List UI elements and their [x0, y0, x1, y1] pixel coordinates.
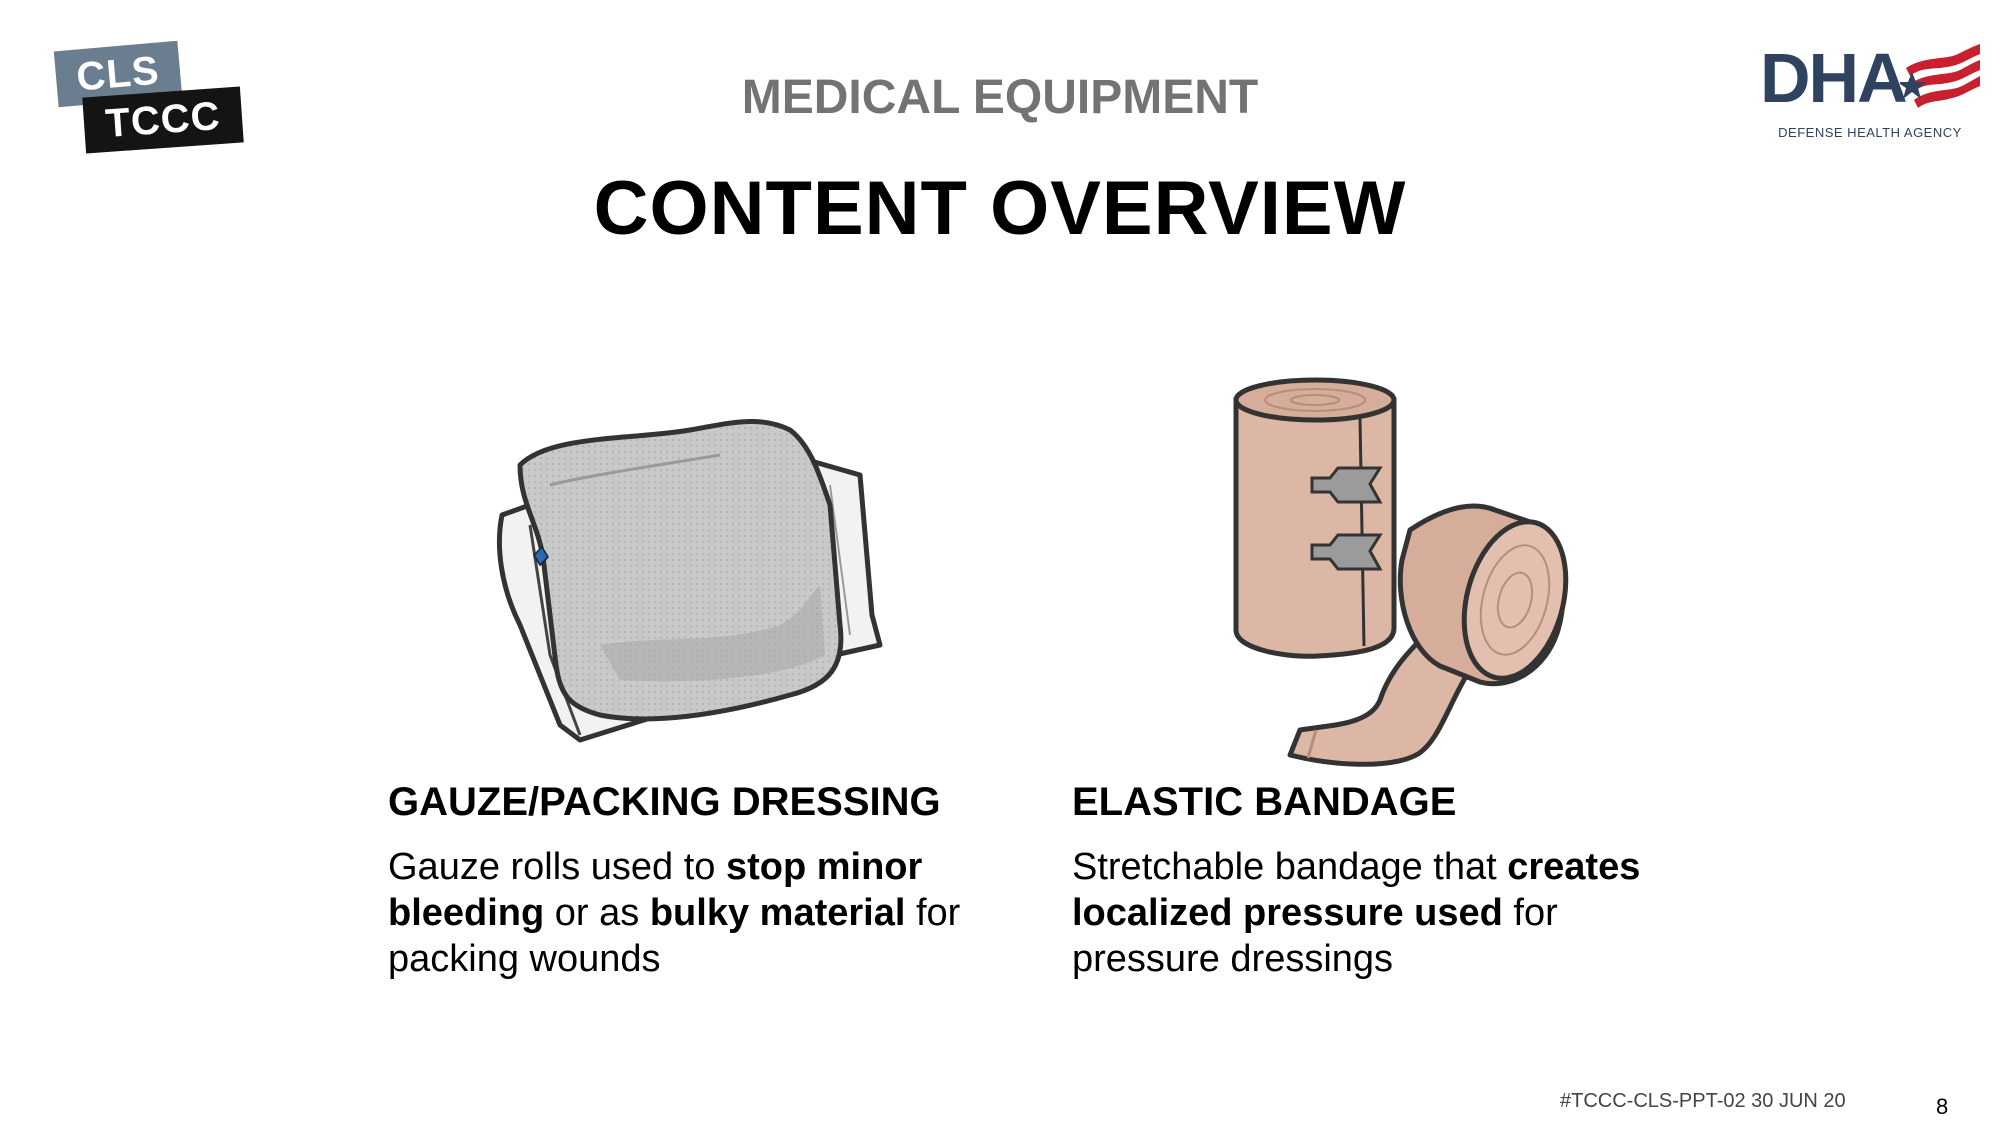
bandage-body-bold: creates localized pressure used [1072, 846, 1641, 934]
gauze-body-part: or as [544, 892, 650, 934]
bandage-description: ELASTIC BANDAGE Stretchable bandage that… [1072, 778, 1712, 982]
page-number: 8 [1936, 1094, 1949, 1119]
elastic-bandage-icon [1233, 377, 1569, 767]
dha-agency-name: DEFENSE HEALTH AGENCY [1778, 125, 1962, 140]
gauze-body: Gauze rolls used to stop minor bleeding … [388, 844, 1028, 982]
bandage-body: Stretchable bandage that creates localiz… [1072, 844, 1712, 982]
gauze-description: GAUZE/PACKING DRESSING Gauze rolls used … [388, 778, 1028, 982]
page-title: CONTENT OVERVIEW [593, 166, 1407, 251]
footer-code: #TCCC-CLS-PPT-02 30 JUN 20 [1560, 1090, 1846, 1112]
gauze-body-part: for packing wounds [388, 892, 961, 980]
bandage-body-part: Stretchable bandage that [1072, 846, 1508, 888]
gauze-body-bold: bulky material [649, 892, 906, 934]
gauze-body-bold: stop minor bleeding [388, 846, 923, 934]
bandage-heading: ELASTIC BANDAGE [1072, 780, 1457, 824]
dha-logo-letters: DHA [1760, 39, 1908, 117]
flag-stripes-icon [1900, 44, 1980, 108]
section-title: MEDICAL EQUIPMENT [741, 71, 1259, 124]
gauze-heading: GAUZE/PACKING DRESSING [388, 780, 941, 824]
gauze-roll-icon [496, 419, 883, 743]
dha-logo: DHA DEFENSE HEALTH AGENCY [1760, 40, 1980, 150]
gauze-body-part: Gauze rolls used to [388, 846, 726, 888]
bandage-body-part: for pressure dressings [1072, 892, 1558, 980]
